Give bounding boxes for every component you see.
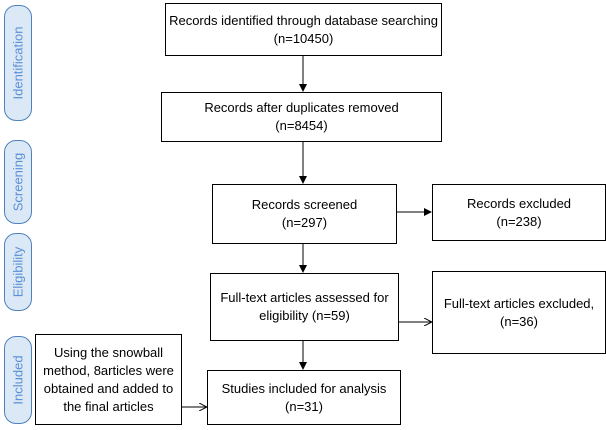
duplicates-removed-count: (n=8454) xyxy=(275,118,328,133)
snowball-line-2: method, 8articles were xyxy=(43,362,174,378)
records-excluded-count: (n=238) xyxy=(496,213,542,229)
box-snowball: Using the snowball method, 8articles wer… xyxy=(35,334,182,425)
records-identified-count: (n=10450) xyxy=(273,30,334,46)
studies-included-text: Studies included for analysis xyxy=(221,380,387,396)
records-screened-text: Records screened xyxy=(251,197,358,212)
box-records-excluded: Records excluded (n=238) xyxy=(432,184,606,241)
box-studies-included: Studies included for analysis (n=31) xyxy=(207,370,401,425)
records-identified-text: Records identified through database sear… xyxy=(169,12,438,28)
snowball-line-4: the final articles xyxy=(63,398,154,414)
box-records-identified: Records identified through database sear… xyxy=(165,3,442,56)
fulltext-assessed-text: Full-text articles assessed for xyxy=(220,290,389,305)
stage-eligibility: Eligibility xyxy=(4,233,32,311)
fulltext-assessed-count: eligibility (n=59) xyxy=(259,308,350,323)
box-fulltext-excluded: Full-text articles excluded, (n=36) xyxy=(432,271,606,354)
snowball-line-1: Using the snowball xyxy=(53,344,164,360)
fulltext-excluded-count: (n=36) xyxy=(500,313,538,329)
fulltext-excluded-text: Full-text articles excluded, xyxy=(443,295,595,311)
records-excluded-text: Records excluded xyxy=(466,195,572,211)
box-records-screened: Records screened (n=297) xyxy=(212,184,397,244)
snowball-line-3: obtained and added to xyxy=(43,380,174,396)
stage-screening: Screening xyxy=(4,140,32,224)
studies-included-count: (n=31) xyxy=(285,398,323,414)
stage-included: Included xyxy=(4,336,32,424)
box-fulltext-assessed: Full-text articles assessed for eligibil… xyxy=(210,273,399,341)
stage-identification: Identification xyxy=(4,5,32,121)
records-screened-count: (n=297) xyxy=(281,215,328,230)
duplicates-removed-text: Records after duplicates removed xyxy=(204,100,399,115)
box-duplicates-removed: Records after duplicates removed (n=8454… xyxy=(161,92,442,142)
